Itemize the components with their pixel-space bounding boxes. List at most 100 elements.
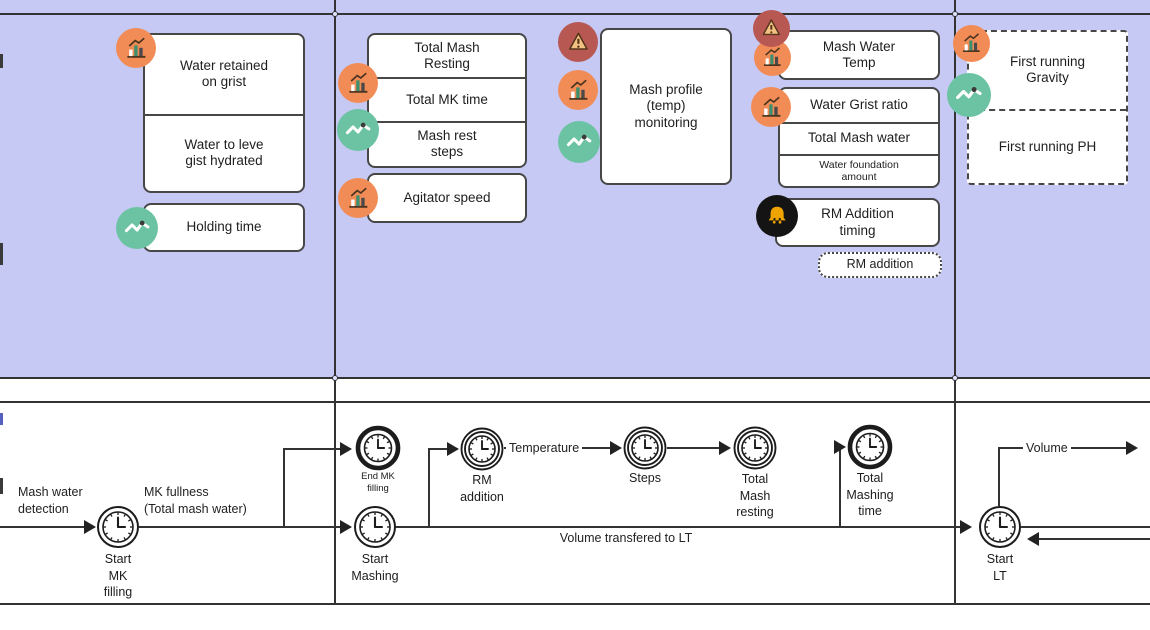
sequence-flow [667, 447, 721, 449]
bar-chart-icon[interactable] [116, 28, 156, 68]
kpi-label: Holding time [186, 219, 262, 235]
clock-icon [97, 506, 139, 548]
sequence-flow [396, 526, 962, 528]
cut-lane-label-mark [0, 54, 3, 68]
kpi-box-first-running[interactable]: First running Gravity First running PH [967, 30, 1128, 185]
kpi-box-mash-profile[interactable]: Mash profile (temp) monitoring [600, 28, 732, 185]
arrowhead [340, 520, 352, 534]
kpi-box-mash-stack[interactable]: Total Mash Resting Total MK time Mash re… [367, 33, 527, 168]
arrowhead [834, 440, 846, 454]
arrowhead [719, 441, 731, 455]
lane-node [332, 11, 338, 17]
timer-event-label: Steps [629, 471, 661, 485]
kpi-box-agitator-speed[interactable]: Agitator speed [367, 173, 527, 223]
sequence-flow [1039, 538, 1150, 540]
line-chart-icon[interactable] [337, 109, 379, 151]
timer-event-label: Total Mashing time [846, 471, 894, 518]
bar-chart-icon[interactable] [558, 70, 598, 110]
kpi-box-holding-time[interactable]: Holding time [143, 203, 305, 252]
sequence-flow [428, 449, 430, 527]
line-chart-icon[interactable] [558, 121, 600, 163]
kpi-label: Water to leve gist hydrated [145, 113, 303, 191]
kpi-box-rm-addition[interactable]: RM addition [818, 252, 942, 278]
timer-event-label: Start LT [986, 552, 1014, 583]
lane-divider-2 [954, 0, 956, 605]
kpi-label: RM addition [846, 257, 914, 272]
kpi-label: Water foundation amount [780, 153, 938, 186]
timer-event-label: Start Mashing [351, 552, 399, 583]
arrowhead [447, 442, 459, 456]
cut-lane-label-mark [0, 413, 3, 425]
sequence-flow [0, 526, 86, 528]
lane-border-top [0, 13, 1150, 15]
kpi-label: First running Gravity [1009, 53, 1086, 86]
bar-chart-icon[interactable] [953, 25, 990, 62]
warning-triangle-icon[interactable] [753, 10, 790, 47]
bar-chart-glyph [568, 79, 587, 100]
bar-chart-glyph [348, 187, 367, 208]
flow-label-volume-transfered: Volume transfered to LT [559, 531, 693, 545]
flow-label-mk-fullness: MK fullness (Total mash water) [144, 485, 247, 517]
bell-icon[interactable] [756, 195, 798, 237]
clock-icon [847, 424, 893, 470]
bar-chart-glyph [348, 72, 367, 93]
clock-icon [460, 427, 504, 471]
sequence-flow [998, 449, 1000, 506]
clock-icon [354, 506, 396, 548]
sequence-flow [1021, 526, 1150, 528]
kpi-label: Total MK time [369, 77, 525, 120]
arrowhead [84, 520, 96, 534]
flow-label-volume: Volume [1023, 440, 1071, 458]
lane-divider-1 [334, 0, 336, 605]
arrowhead [1027, 532, 1039, 546]
timer-event-steps[interactable] [622, 425, 668, 471]
warning-glyph [762, 19, 781, 36]
bar-chart-glyph [963, 33, 980, 53]
sequence-flow [283, 449, 285, 527]
arrowhead [1126, 441, 1138, 455]
flow-label-mash-water-detection: Mash water detection [18, 485, 83, 517]
kpi-box-water-grist[interactable]: Water retained on grist Water to leve gi… [143, 33, 305, 193]
kpi-label: Mash rest steps [369, 120, 525, 166]
timer-event-start-mashing[interactable] [352, 504, 398, 550]
process-lane-border-bottom [0, 603, 1150, 605]
sequence-flow [283, 448, 342, 450]
bar-chart-glyph [761, 96, 780, 117]
kpi-box-mash-water-temp[interactable]: Mash Water Temp [778, 30, 940, 80]
kpi-label: Agitator speed [403, 189, 491, 205]
flow-label-temperature: Temperature [506, 440, 583, 458]
timer-event-label: RM addition [460, 473, 504, 504]
lane-node [952, 375, 958, 381]
lane-node [332, 375, 338, 381]
bar-chart-glyph [764, 47, 781, 67]
bar-chart-icon[interactable] [338, 63, 378, 103]
kpi-label: Total Mash water [780, 121, 938, 154]
timer-event-end-mk-filling[interactable] [355, 425, 401, 471]
bar-chart-icon[interactable] [751, 87, 791, 127]
timer-event-start-lt[interactable] [977, 504, 1023, 550]
kpi-lane-border-bottom [0, 377, 1150, 379]
kpi-label: Water retained on grist [179, 57, 269, 90]
arrowhead [960, 520, 972, 534]
sequence-flow [428, 448, 449, 450]
warning-triangle-icon[interactable] [558, 22, 598, 62]
timer-event-start-mk-filling[interactable] [95, 504, 141, 550]
timer-event-total-mash-resting[interactable] [732, 425, 778, 471]
lane-node [952, 11, 958, 17]
kpi-box-rm-addition-timing[interactable]: RM Addition timing [775, 198, 940, 247]
line-chart-icon[interactable] [116, 207, 158, 249]
kpi-box-water-stack[interactable]: Water Grist ratio Total Mash water Water… [778, 87, 940, 188]
bar-chart-icon[interactable] [338, 178, 378, 218]
bar-chart-glyph [126, 37, 145, 58]
cut-lane-label-mark [0, 478, 3, 494]
arrowhead [610, 441, 622, 455]
timer-event-rm-addition[interactable] [459, 426, 505, 472]
sequence-flow [139, 526, 342, 528]
cut-lane-label-mark [0, 243, 3, 265]
line-chart-icon[interactable] [947, 73, 991, 117]
warning-glyph [568, 32, 588, 50]
line-chart-glyph [956, 87, 982, 100]
clock-icon [979, 506, 1021, 548]
timer-event-total-mashing-time[interactable] [847, 424, 893, 470]
